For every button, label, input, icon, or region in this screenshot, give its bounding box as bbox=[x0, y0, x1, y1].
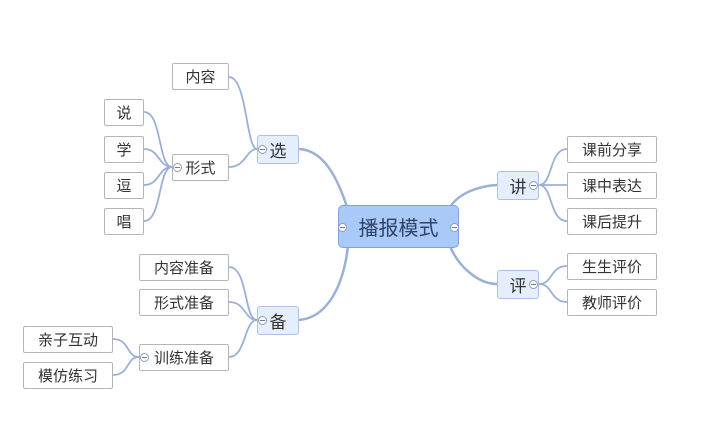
edge-training-2 bbox=[112, 356, 140, 376]
edge-root-jiang bbox=[448, 183, 499, 209]
edge-training-1 bbox=[112, 338, 140, 358]
edge-ping-1 bbox=[538, 265, 568, 285]
collapse-form-icon[interactable] bbox=[173, 163, 182, 172]
node-ping-peer[interactable]: 生生评价 bbox=[567, 253, 657, 280]
node-form-item-4[interactable]: 唱 bbox=[104, 208, 144, 235]
node-bei-content-prep[interactable]: 内容准备 bbox=[139, 254, 229, 281]
node-training-parent-child[interactable]: 亲子互动 bbox=[23, 326, 113, 353]
node-jiang-after-class[interactable]: 课后提升 bbox=[567, 208, 657, 235]
edge-jiang-1 bbox=[538, 148, 568, 186]
edge-xuan-form bbox=[228, 148, 258, 168]
node-bei-training-prep[interactable]: 训练准备 bbox=[139, 344, 229, 371]
node-form-item-1[interactable]: 说 bbox=[104, 99, 144, 126]
root-label: 播报模式 bbox=[358, 216, 439, 240]
node-xuan-content[interactable]: 内容 bbox=[172, 63, 229, 90]
edge-root-xuan bbox=[297, 147, 349, 209]
node-form-item-3[interactable]: 逗 bbox=[104, 172, 144, 199]
node-training-imitation[interactable]: 模仿练习 bbox=[23, 362, 113, 389]
edge-ping-2 bbox=[538, 283, 568, 303]
node-jiang-before-class[interactable]: 课前分享 bbox=[567, 136, 657, 163]
node-jiang-in-class[interactable]: 课中表达 bbox=[567, 172, 657, 199]
edge-form-4 bbox=[143, 166, 173, 222]
edge-jiang-3 bbox=[538, 184, 568, 222]
collapse-training-icon[interactable] bbox=[140, 353, 149, 362]
edge-form-1 bbox=[143, 111, 173, 168]
node-ping-teacher[interactable]: 教师评价 bbox=[567, 289, 657, 316]
edge-root-ping bbox=[448, 244, 499, 286]
root-node[interactable]: 播报模式 bbox=[338, 205, 459, 248]
node-bei-form-prep[interactable]: 形式准备 bbox=[139, 289, 229, 316]
collapse-bei-icon[interactable] bbox=[258, 316, 267, 325]
collapse-jiang-icon[interactable] bbox=[529, 181, 538, 190]
collapse-left-icon[interactable] bbox=[338, 223, 347, 232]
edge-root-bei bbox=[297, 244, 350, 322]
node-form-item-2[interactable]: 学 bbox=[104, 136, 144, 163]
collapse-right-icon[interactable] bbox=[450, 223, 459, 232]
edge-bei-1 bbox=[228, 266, 258, 321]
edge-bei-3 bbox=[228, 319, 258, 358]
branch-jiang[interactable]: 讲 bbox=[497, 171, 539, 200]
edge-bei-2 bbox=[228, 301, 258, 321]
collapse-xuan-icon[interactable] bbox=[258, 145, 267, 154]
collapse-ping-icon[interactable] bbox=[529, 280, 538, 289]
edge-xuan-content bbox=[228, 76, 258, 150]
